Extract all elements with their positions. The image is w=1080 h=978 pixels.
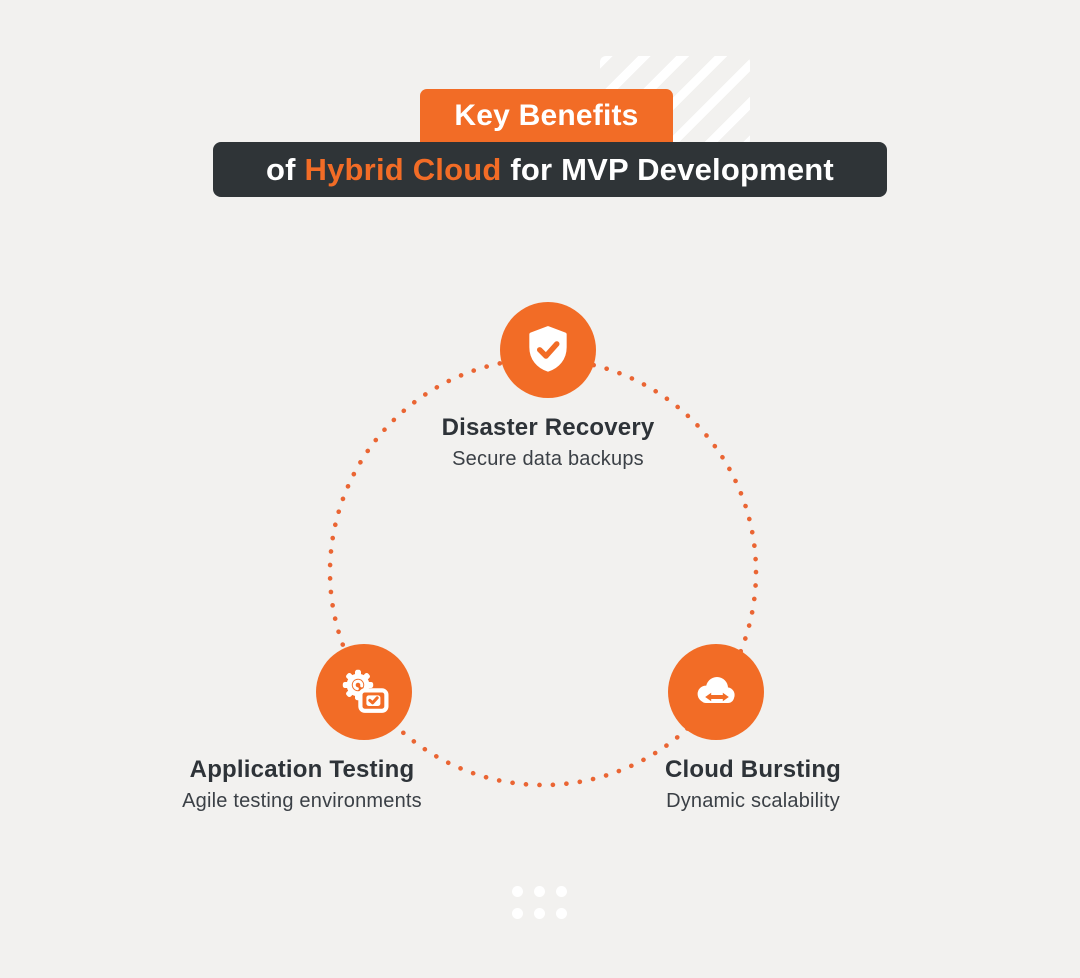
application-testing-node bbox=[316, 644, 412, 740]
disaster-recovery-label: Disaster Recovery Secure data backups bbox=[328, 414, 768, 471]
benefit-subtitle: Agile testing environments bbox=[182, 790, 422, 812]
benefit-title: Application Testing bbox=[189, 756, 415, 783]
title-suffix: for MVP Development bbox=[501, 152, 834, 187]
application-testing-label: Application Testing Agile testing enviro… bbox=[82, 756, 522, 813]
benefit-title: Disaster Recovery bbox=[441, 414, 655, 441]
gear-check-icon bbox=[336, 664, 392, 720]
benefit-subtitle: Secure data backups bbox=[452, 448, 644, 470]
disaster-recovery-node bbox=[500, 302, 596, 398]
cloud-bursting-label: Cloud Bursting Dynamic scalability bbox=[533, 756, 973, 813]
benefit-title: Cloud Bursting bbox=[664, 756, 842, 783]
cloud-arrows-icon bbox=[688, 664, 744, 720]
title-prefix: of bbox=[266, 152, 305, 187]
benefit-subtitle: Dynamic scalability bbox=[666, 790, 840, 812]
header-badge: Key Benefits bbox=[420, 89, 673, 143]
shield-check-icon bbox=[521, 323, 575, 377]
header-title-bar: of Hybrid Cloud for MVP Development bbox=[213, 142, 887, 197]
cloud-bursting-node bbox=[668, 644, 764, 740]
dot-grid-decoration bbox=[512, 886, 567, 919]
title-highlight: Hybrid Cloud bbox=[304, 152, 502, 187]
